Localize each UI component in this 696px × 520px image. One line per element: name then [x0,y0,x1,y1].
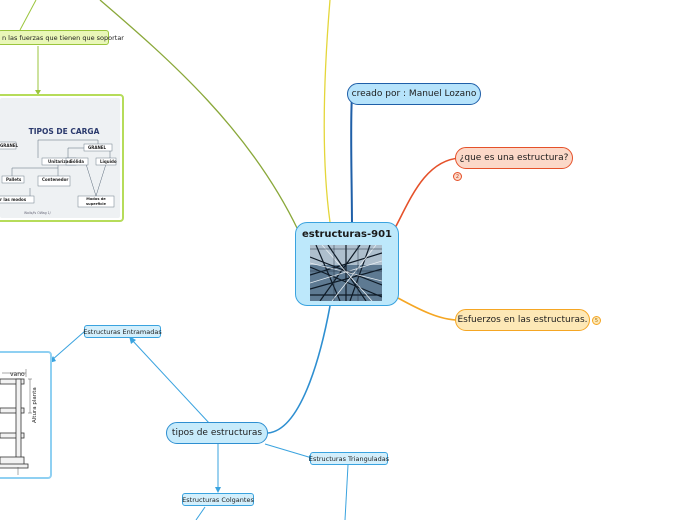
frame-span-label: vano [10,371,25,378]
cargo-label-container: Contenedor [42,177,69,182]
link-frame-figure [51,330,86,361]
cargo-label-by-modes: r las modos [0,197,27,202]
what-is-count-badge[interactable]: 2 [453,172,462,181]
cargo-title: TIPOS DE CARGA [28,127,100,136]
cargo-tree-lines [0,139,117,208]
cargo-label-granel-left: GRANEL [0,143,19,148]
link-what-is [394,157,461,229]
link-forces-up [19,0,37,31]
triangulated-structures-node[interactable]: Estructuras Trianguladas [309,452,389,465]
structure-photo [310,245,382,301]
creator-node[interactable]: creado por : Manuel Lozano [347,83,481,105]
link-types [267,305,331,434]
link-framed [131,339,211,425]
frame-structure-figure[interactable]: vano Altura planta [0,351,52,479]
cargo-types-figure[interactable]: TIPOS DE CARGA GRANEL GRANEL Unit [0,94,124,222]
efforts-node[interactable]: Esfuerzos en las estructuras. [455,309,590,331]
what-is-structure-node[interactable]: ¿que es una estructura? [455,147,573,169]
cargo-label-granel-right: GRANEL [88,145,107,150]
cargo-label-surface-modes: Modos de superficie [86,197,106,206]
efforts-count-badge[interactable]: 5 [592,316,601,325]
cargo-label-unitarized: Unitarizad [48,159,72,164]
central-title: estructuras-901 [301,229,393,240]
forces-node[interactable]: n las fuerzas que tienen que soportar [0,30,124,45]
cargo-label-pallets: Pallets [6,177,22,182]
types-node[interactable]: tipos de estructuras [166,422,268,444]
framed-structures-node[interactable]: Estructuras Entramadas [83,325,162,338]
link-creator [350,95,353,233]
frame-height-label: Altura planta [32,387,38,423]
link-top-green [99,0,299,231]
cargo-label-liquids: Liquido [100,159,117,164]
central-topic[interactable]: estructuras-901 [295,222,399,306]
hanging-structures-node[interactable]: Estructuras Colgantes [182,493,254,506]
link-efforts [397,297,459,321]
link-hanging-down [195,506,206,520]
cargo-label-solids: Sólida [70,159,84,164]
link-triangulated [264,443,313,459]
link-triangulated-down [344,464,349,520]
link-top-yellow [323,0,331,223]
cargo-footer: Walls/fs OWag 1/ [24,211,51,215]
frame-drawing [0,369,32,475]
